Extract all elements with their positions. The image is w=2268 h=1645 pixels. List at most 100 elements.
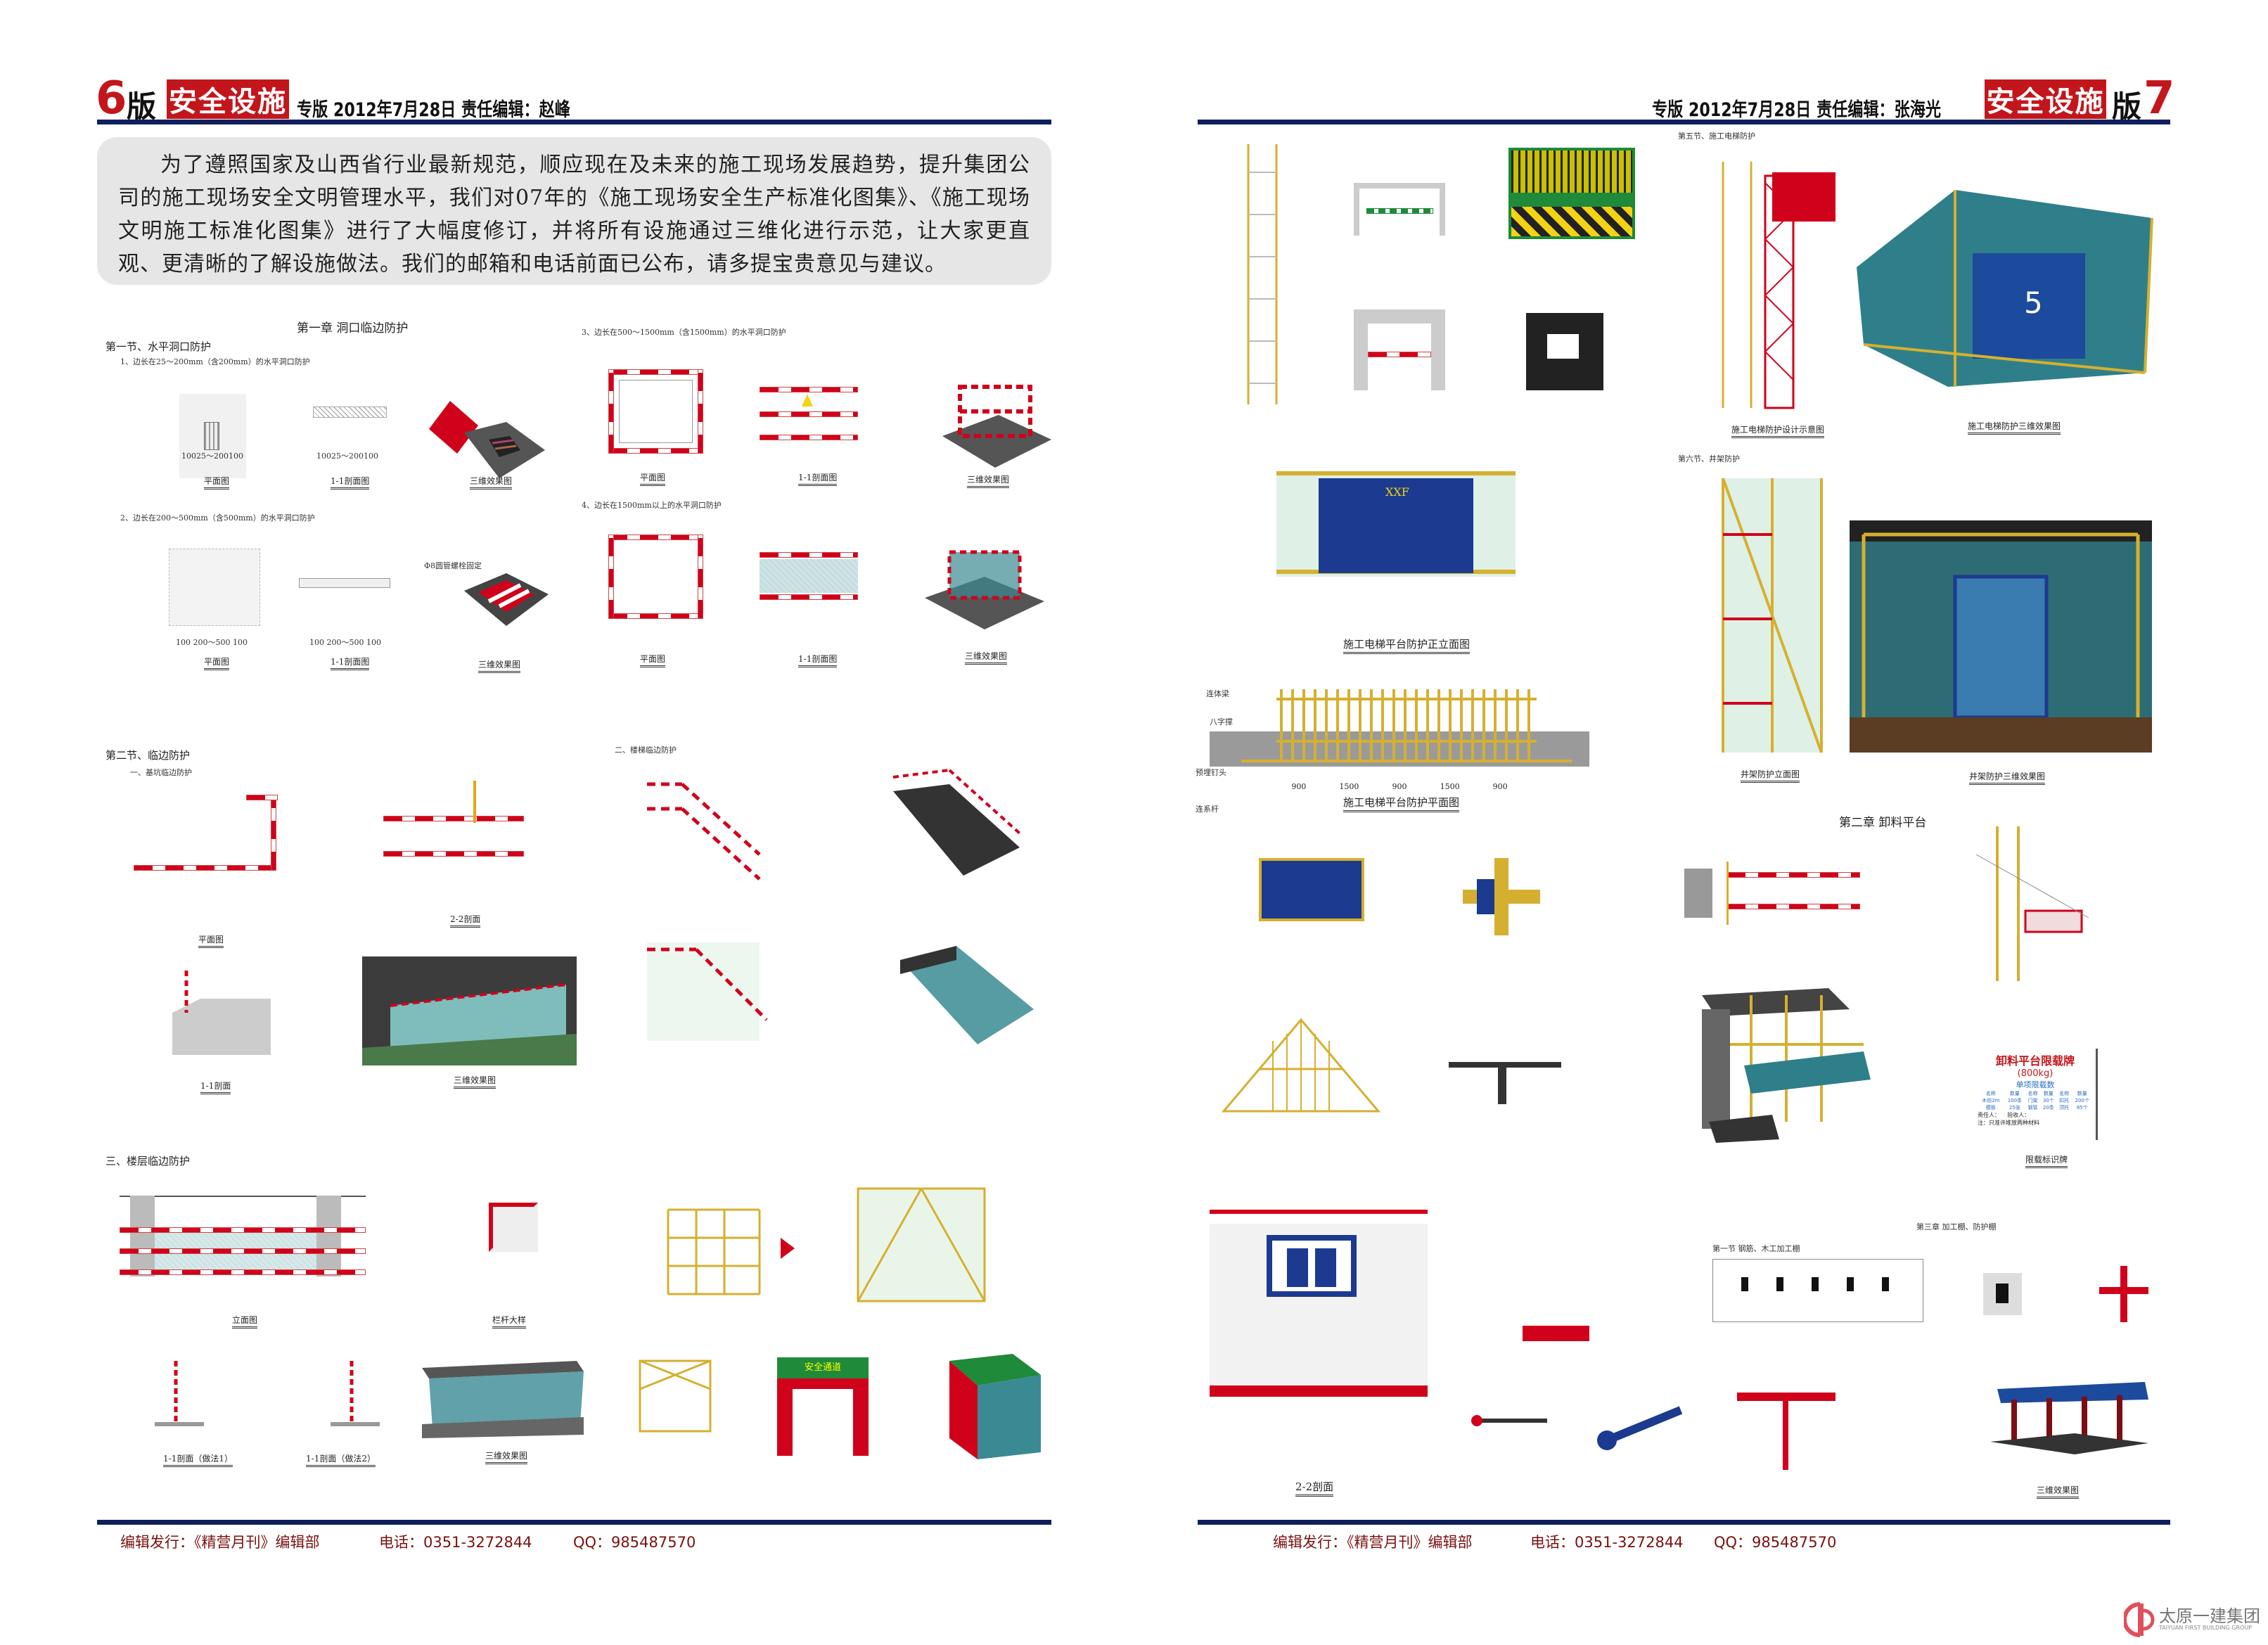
steel-member-drawing (1523, 1326, 1589, 1341)
hoist-guard-3d-render (1850, 520, 2152, 753)
dimension-label: 100 200～500 100 (176, 638, 248, 647)
gate-sign: 安全通道 (777, 1357, 869, 1378)
intro-box: 为了遵照国家及山西省行业最新规范，顺应现在及未来的施工现场发展趋势，提升集团公司… (97, 137, 1051, 285)
dimension-label: 10025～200100 (181, 452, 243, 461)
subsection-title: 1、边长在25～200mm（含200mm）的水平洞口防护 (120, 357, 310, 366)
floor-edge-elevation-drawing (120, 1196, 366, 1280)
footer-rule (1198, 1520, 2170, 1525)
header-rule (97, 120, 1051, 124)
section-title: 第二节、临边防护 (105, 749, 191, 762)
platform-door-drawing (1259, 858, 1364, 921)
floor-plan-grid-drawing (667, 1208, 795, 1295)
figure-caption: 三维效果图 (2037, 1484, 2080, 1499)
sign-note: 注：只准许堆放两种材料 (1978, 1120, 2039, 1126)
sign-responsible: 责任人： (1978, 1112, 2000, 1118)
plan-dimensions: 900 1500 900 1500 900 (1280, 782, 1519, 791)
dimension-label: 900 (1392, 782, 1407, 791)
page-suffix: 版 (127, 89, 157, 124)
stair-3d-render (900, 946, 1034, 1044)
annotation: 连系杆 (1196, 805, 1219, 814)
guardrail-plan-drawing (608, 535, 703, 619)
sign-title: 卸料平台限载牌 (1995, 1054, 2075, 1068)
floor-elevation-grid-drawing (857, 1187, 986, 1302)
footer-rule (97, 1520, 1051, 1525)
header-rule (1198, 120, 2170, 124)
elevator-platform-plan-drawing: 连体梁 八字撑 预埋钉头 (1196, 689, 1589, 781)
figure-caption: 施工电梯平台防护平面图 (1343, 795, 1460, 812)
wall-opening-3d-render (1526, 313, 1603, 390)
cover-3d-render (464, 573, 549, 626)
platform-section-drawing (1684, 862, 1867, 925)
pit-edge-section-drawing (383, 781, 524, 865)
dimension-label: 100 200～500 100 (309, 638, 381, 647)
elevator-gate-render (1508, 148, 1635, 239)
cover-3d-render (429, 401, 545, 478)
gate-frame-drawing (639, 1359, 712, 1433)
footer-publisher: 编辑发行：《精营月刊》编辑部 (120, 1534, 320, 1551)
figure-caption: 平面图 (198, 933, 224, 948)
header-info: 专版 2012年7月28日 责任编辑：张海光 (1652, 99, 1942, 121)
figure-caption: 井架防护三维效果图 (1969, 770, 2046, 785)
figure-caption: 1-1剖面图 (798, 653, 838, 667)
figure-caption: 1-1剖面图 (331, 655, 370, 670)
section-drawing (313, 407, 387, 418)
column-base-drawing (2099, 1266, 2148, 1322)
pit-edge-plan-drawing (134, 795, 309, 872)
figure-caption: 1-1剖面图 (798, 471, 838, 486)
section-drawing (299, 578, 390, 588)
figure-caption: 三维效果图 (470, 475, 513, 489)
pit-edge-3d-render (362, 956, 577, 1065)
safety-gate-elevation: 安全通道 (777, 1357, 869, 1456)
section-title: 第五节、施工电梯防护 (1678, 132, 1755, 141)
figure-caption: 平面图 (640, 653, 666, 667)
section-title: 三、楼层临边防护 (105, 1155, 191, 1167)
guardrail-section-drawing (760, 552, 858, 601)
shed-section-drawing (1737, 1393, 1835, 1470)
subsection-title: 2、边长在200～500mm（含500mm）的水平洞口防护 (120, 513, 315, 523)
pit-edge-section-drawing (172, 971, 271, 1055)
figure-caption: 平面图 (204, 655, 230, 670)
ladder-section-drawing (1247, 144, 1278, 404)
guardrail-section-drawing (760, 387, 858, 443)
logo-mark-icon (2124, 1602, 2155, 1637)
safety-gate-3d-render (949, 1354, 1041, 1459)
figure-caption: 三维效果图 (485, 1449, 528, 1464)
section-banner: 安全设施 (167, 79, 289, 119)
section-title: 第一节 钢筋、木工加工棚 (1712, 1244, 1800, 1253)
figure-caption: 限载标识牌 (2025, 1153, 2068, 1168)
subsection-title: 一、基坑临边防护 (130, 768, 192, 777)
sign-inspector: 验收人： (2007, 1112, 2030, 1118)
annotation: 八字撑 (1210, 717, 1233, 727)
figure-caption: 栏杆大样 (492, 1314, 527, 1329)
guardrail-3d-render (942, 385, 1051, 468)
joint-detail-drawing (1463, 858, 1540, 935)
figure-caption: 1-1剖面图 (331, 475, 370, 489)
stair-3d-render (892, 769, 1021, 876)
dimension-label: 1500 (1339, 782, 1359, 791)
figure-caption: 2-2剖面 (1295, 1479, 1334, 1497)
figure-caption: 施工电梯防护设计示意图 (1731, 423, 1825, 438)
figure-caption: 井架防护立面图 (1741, 768, 1800, 783)
column-detail-drawing (1983, 1273, 2022, 1315)
wall-opening-drawing (1354, 309, 1445, 390)
annotation: 预埋钉头 (1196, 768, 1226, 777)
header-info: 专版 2012年7月28日 责任编辑：赵峰 (297, 99, 570, 121)
elevator-front-elevation-drawing: XXF (1276, 471, 1516, 577)
platform-section-drawing (1210, 1210, 1428, 1397)
dimension-label: 10025～200100 (316, 452, 378, 461)
hole-plan-drawing (169, 549, 260, 626)
rail-section-drawing (155, 1361, 204, 1426)
page-number: 6 (96, 72, 127, 124)
section-banner: 安全设施 (1985, 79, 2106, 119)
figure-caption: 1-1剖面（做法1） (163, 1452, 233, 1467)
chapter-title: 第三章 加工棚、防护棚 (1916, 1222, 1997, 1231)
elevator-gate-3d-render: 5 (1857, 190, 2153, 387)
figure-caption: 三维效果图 (967, 473, 1010, 488)
chapter-title: 第一章 洞口临边防护 (297, 321, 409, 335)
intro-text: 为了遵照国家及山西省行业最新规范，顺应现在及未来的施工现场发展趋势，提升集团公司… (118, 153, 1030, 276)
section-title: 第一节、水平洞口防护 (105, 340, 212, 353)
section-title: 第六节、井架防护 (1678, 454, 1740, 463)
logo-name: 太原一建集团 (2159, 1606, 2260, 1626)
